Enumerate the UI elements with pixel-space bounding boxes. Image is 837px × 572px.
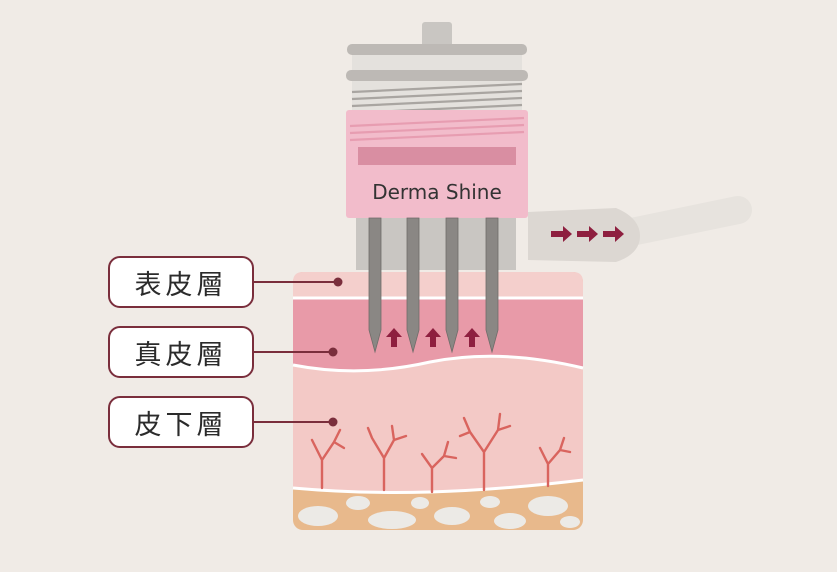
fat-cell: [434, 507, 470, 525]
label-epidermis-text: 表皮層: [134, 269, 228, 301]
blood-vessel: [310, 428, 346, 490]
up-arrow-icon: [386, 328, 480, 347]
brand-label: Derma Shine: [372, 180, 502, 204]
blood-vessel: [538, 436, 572, 488]
device-ring: [346, 70, 528, 81]
device-band: [358, 147, 516, 165]
epidermis-layer: [293, 272, 583, 298]
marker-dot: [333, 277, 343, 287]
label-subcutis-text: 皮下層: [134, 409, 228, 441]
label-connectors: [254, 281, 338, 423]
fat-cell: [494, 513, 526, 529]
fat-cells: [298, 496, 580, 529]
label-markers: [328, 277, 343, 427]
fat-cell: [346, 496, 370, 510]
fat-cell: [560, 516, 580, 528]
device-top-knob: [422, 22, 452, 48]
blood-vessel: [366, 424, 408, 492]
device-top-disc: [347, 44, 527, 55]
microneedle: [445, 217, 459, 354]
microneedles: [368, 217, 499, 354]
device-thread-body: [352, 55, 522, 113]
blood-vessel: [458, 412, 512, 492]
label-dermis-text: 真皮層: [134, 339, 228, 371]
fat-cell: [528, 496, 568, 516]
derma-shine-device: Derma Shine: [346, 22, 752, 354]
right-arrow-icon: [551, 226, 624, 242]
fat-cell: [480, 496, 500, 508]
marker-dot: [328, 417, 338, 427]
fat-cell: [411, 497, 429, 509]
marker-dot: [328, 347, 338, 357]
label-epidermis: 表皮層: [108, 256, 254, 308]
dermis-subcutis-boundary: [292, 354, 584, 373]
blood-vessel: [420, 440, 458, 494]
pink-thread-lines: [349, 116, 525, 142]
blood-vessels: [310, 412, 572, 494]
subcutis-fat-boundary: [292, 478, 584, 494]
fat-cell: [368, 511, 416, 529]
microneedle: [368, 217, 382, 354]
microneedle: [406, 217, 420, 354]
label-subcutis: 皮下層: [108, 396, 254, 448]
microneedle: [485, 217, 499, 354]
skin-block: [292, 272, 584, 530]
fat-cell: [298, 506, 338, 526]
subcutis-layer: [293, 356, 583, 493]
label-dermis: 真皮層: [108, 326, 254, 378]
